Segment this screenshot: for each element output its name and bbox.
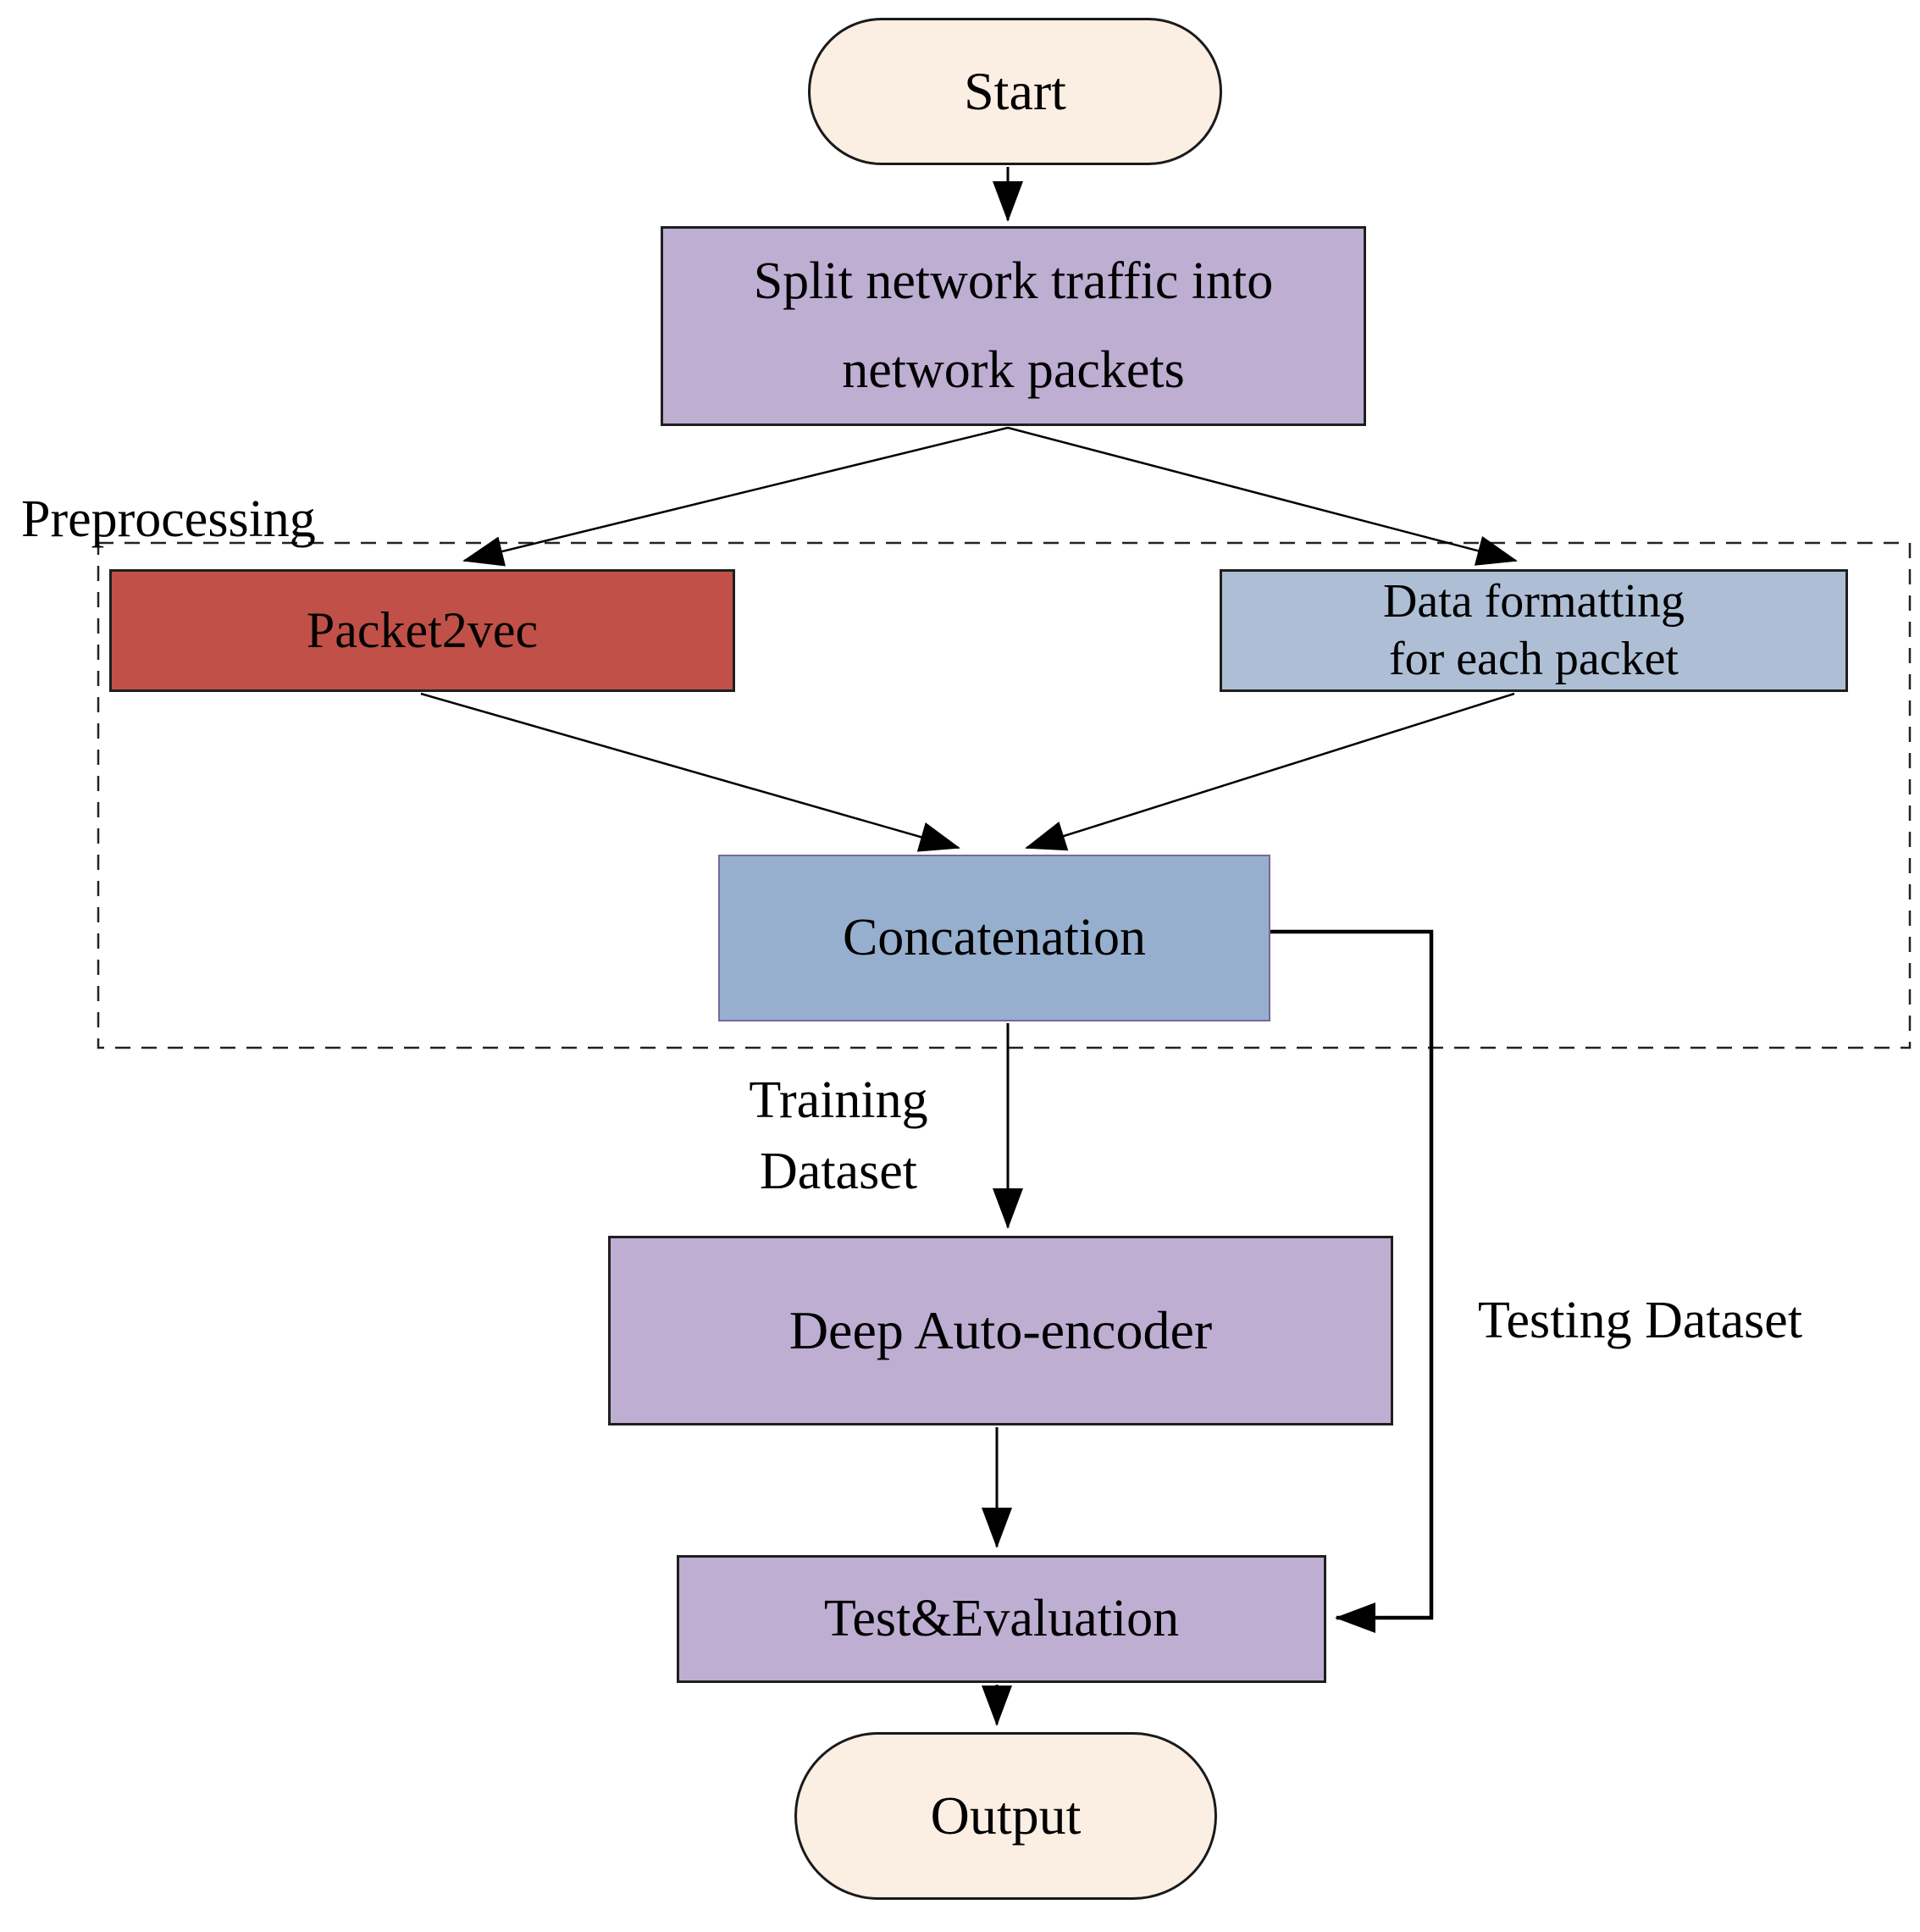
concatenation-label: Concatenation <box>842 908 1147 966</box>
training-dataset-label: Training Dataset <box>694 1066 982 1207</box>
data-formatting-label-line1: Data formatting <box>1382 575 1685 628</box>
split-traffic-node: Split network traffic into network packe… <box>661 226 1366 426</box>
training-dataset-label-line2: Dataset <box>760 1142 917 1200</box>
preprocessing-group-label: Preprocessing <box>21 490 316 548</box>
output-node: Output <box>794 1732 1217 1900</box>
test-evaluation-label: Test&Evaluation <box>823 1589 1180 1647</box>
start-label: Start <box>964 61 1066 121</box>
split-label-line1: Split network traffic into <box>753 252 1274 310</box>
concatenation-node: Concatenation <box>718 855 1270 1021</box>
test-evaluation-node: Test&Evaluation <box>677 1555 1326 1683</box>
data-formatting-node: Data formatting for each packet <box>1220 569 1848 692</box>
arrow-split-to-packet2vec <box>462 426 1009 567</box>
deep-autoencoder-label: Deep Auto-encoder <box>788 1300 1213 1360</box>
packet2vec-label: Packet2vec <box>306 602 539 658</box>
arrow-split-to-dataformat <box>1007 426 1518 566</box>
start-node: Start <box>808 18 1222 165</box>
arrow-testing-dataset-path <box>1270 929 1434 1633</box>
arrow-dataformat-to-concatenation <box>1025 692 1515 851</box>
data-formatting-label-line2: for each packet <box>1389 632 1679 685</box>
arrow-packet2vec-to-concatenation <box>420 692 960 852</box>
deep-autoencoder-node: Deep Auto-encoder <box>608 1236 1393 1425</box>
split-label-line2: network packets <box>842 341 1185 399</box>
output-label: Output <box>930 1785 1082 1846</box>
testing-dataset-label: Testing Dataset <box>1478 1292 1803 1349</box>
preprocessing-dashed-box <box>97 541 1912 1049</box>
training-dataset-label-line1: Training <box>749 1071 928 1129</box>
packet2vec-node: Packet2vec <box>109 569 735 692</box>
